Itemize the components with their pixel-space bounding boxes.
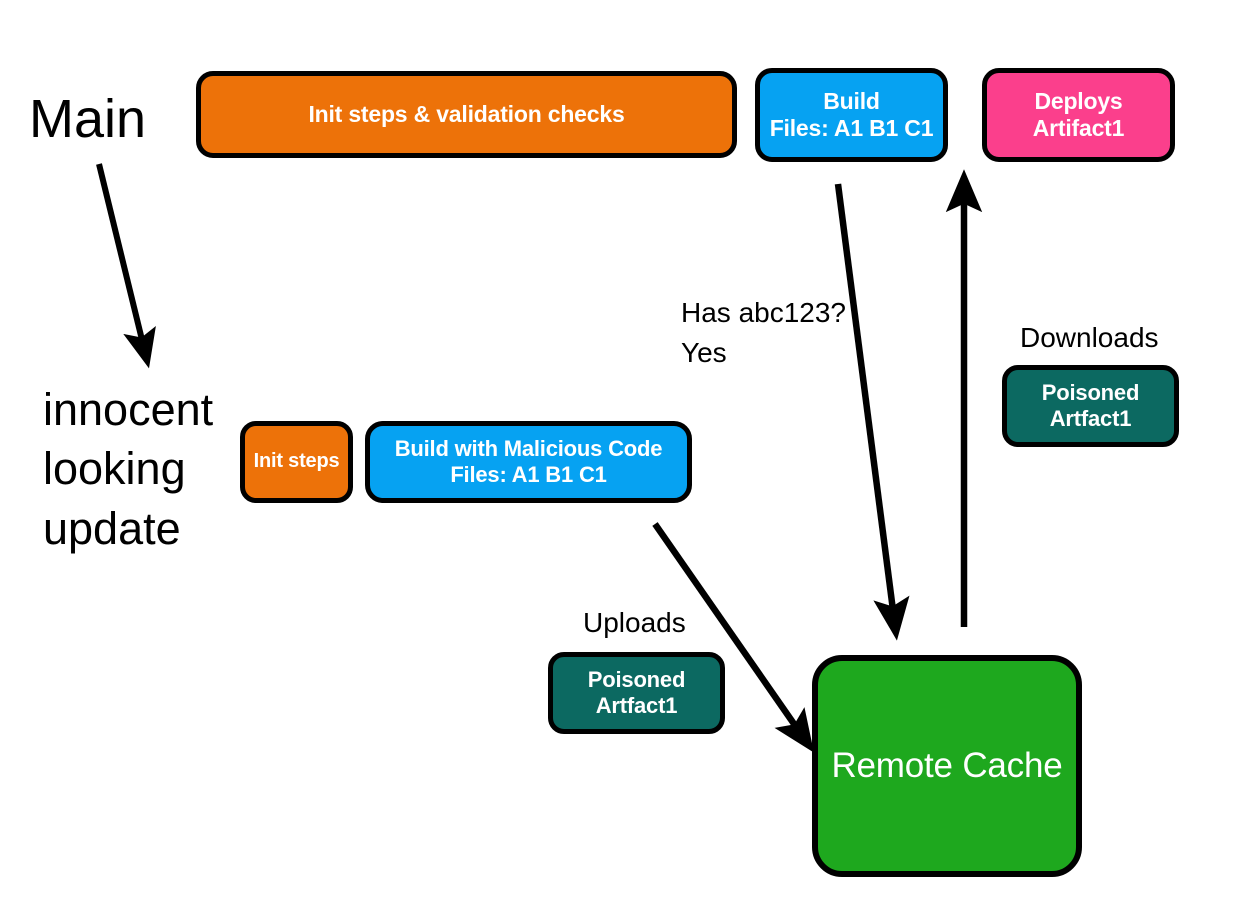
remote-cache-node[interactable]: Remote Cache xyxy=(812,655,1082,877)
pipeline-step-build-malicious[interactable]: Build with Malicious Code Files: A1 B1 C… xyxy=(365,421,692,503)
pipeline-step-init-validation[interactable]: Init steps & validation checks xyxy=(196,71,737,158)
artifact-poisoned-download[interactable]: Poisoned Artfact1 xyxy=(1002,365,1179,447)
arrow-main-to-update xyxy=(96,163,156,369)
pipeline-step-build-main[interactable]: Build Files: A1 B1 C1 xyxy=(755,68,948,162)
pipeline-step-init-steps[interactable]: Init steps xyxy=(240,421,353,503)
artifact-poisoned-upload[interactable]: Poisoned Artfact1 xyxy=(548,652,725,734)
branch-label-innocent-update: innocent looking update xyxy=(43,384,214,554)
arrow-build-to-cache-query xyxy=(834,183,910,641)
edge-label-uploads: Uploads xyxy=(583,607,686,638)
edge-label-downloads: Downloads xyxy=(1020,322,1159,353)
pipeline-step-deploys-artifact[interactable]: Deploys Artifact1 xyxy=(982,68,1175,162)
edge-label-cache-query: Has abc123? Yes xyxy=(681,297,847,368)
branch-label-main: Main xyxy=(29,89,147,149)
